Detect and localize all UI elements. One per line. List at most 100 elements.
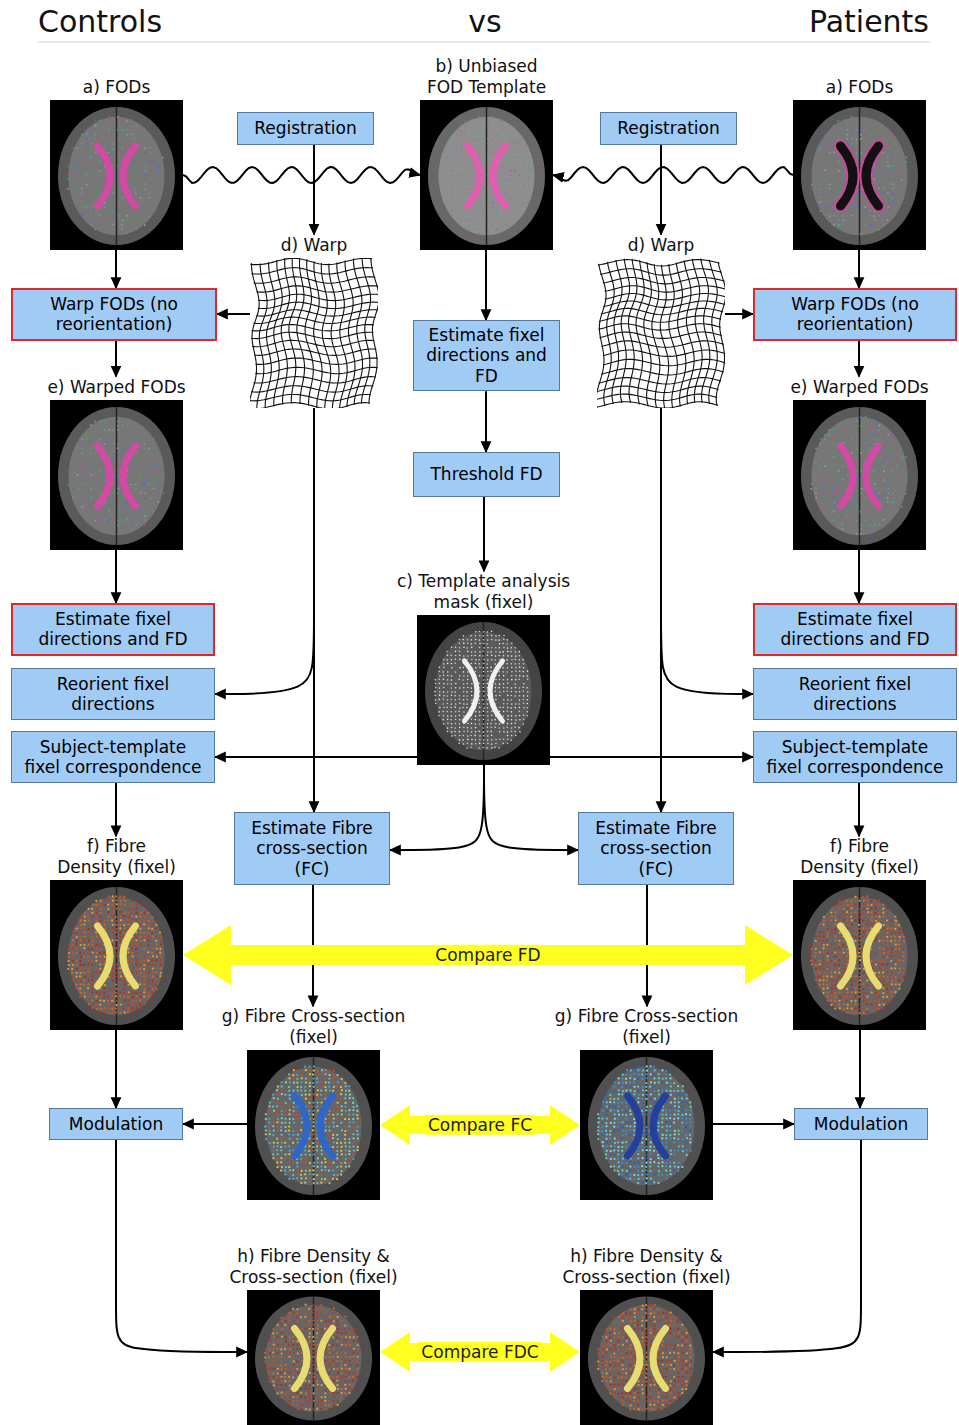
fixel-dot [151, 928, 153, 930]
fixel-dot [454, 691, 456, 693]
fixel-dot [860, 425, 862, 427]
fixel-dot [483, 659, 485, 661]
fixel-dot [474, 134, 476, 136]
fixel-dot [865, 215, 867, 217]
fixel-dot [475, 711, 477, 713]
fixel-dot [498, 675, 500, 677]
fixel-dot [115, 924, 117, 926]
fixel-dot [518, 679, 520, 681]
fixel-dot [511, 643, 513, 645]
flow-arrow [217, 313, 250, 315]
fixel-dot [471, 718, 473, 720]
fixel-dot [892, 183, 894, 185]
fixel-dot [160, 936, 162, 938]
fixel-dot [494, 746, 496, 748]
grid-line [701, 259, 710, 403]
fixel-dot [829, 188, 831, 190]
grid-line [305, 259, 313, 405]
fixel-dot [463, 691, 465, 693]
fixel-dot [80, 964, 82, 966]
fixel-dot [896, 511, 898, 513]
fixel-dot [483, 715, 485, 717]
fixel-dot [519, 691, 521, 693]
flow-arrow [215, 756, 417, 758]
fixel-dot [471, 687, 473, 689]
fixel-dot [478, 233, 480, 235]
flow-arrow [858, 250, 860, 288]
fixel-dot [878, 439, 880, 441]
fixel-dot [100, 193, 102, 195]
fixel-dot [76, 170, 78, 172]
fixel-dot [77, 474, 79, 476]
fixel-dot [528, 178, 530, 180]
brain-image [420, 100, 553, 250]
fixel-dot [71, 968, 73, 970]
fixel-dot [144, 148, 146, 150]
fixel-dot [463, 715, 465, 717]
fixel-dot [519, 197, 521, 199]
ventricles [98, 146, 136, 206]
grid-line [353, 259, 362, 405]
midline [116, 107, 118, 245]
fixel-dot [515, 715, 517, 717]
fixel-dots [434, 630, 528, 748]
fixel-dot [514, 663, 516, 665]
fixel-dot [72, 932, 74, 934]
fixel-dot [869, 533, 871, 535]
fixel-dot [460, 183, 462, 185]
fixel-dot [810, 188, 812, 190]
fixel-dot [514, 726, 516, 728]
grid-line [603, 350, 725, 356]
fixel-dot [865, 424, 867, 426]
fixel-dot [892, 192, 894, 194]
fixel-dot [155, 959, 157, 961]
fixel-dots [67, 115, 164, 234]
fixel-dot [96, 944, 98, 946]
fixel-dot [155, 964, 157, 966]
flow-arrow [858, 783, 860, 836]
fixel-dot [487, 655, 489, 657]
fixel-dot [121, 152, 123, 154]
fixel-dot [829, 138, 831, 140]
fixel-dot [451, 170, 453, 172]
fixel-dot [132, 903, 134, 905]
fixel-dot [443, 687, 445, 689]
fixel-dot [131, 943, 133, 945]
fixel-dot [72, 452, 74, 454]
fixel-dot [139, 923, 141, 925]
fixel-dot [72, 465, 74, 467]
fixel-dot [523, 714, 525, 716]
fixel-dot [474, 183, 476, 185]
box-label: Estimate fixel directions and FD [25, 609, 201, 650]
fixel-dot [522, 671, 524, 673]
fixel-dot [475, 743, 477, 745]
fixel-dot [906, 479, 908, 481]
fixel-dot [71, 960, 73, 962]
fixel-dot [127, 919, 129, 921]
fixel-dot [109, 533, 111, 535]
fixel-dot [864, 497, 866, 499]
image-ground [50, 880, 183, 1030]
fixel-dot [514, 683, 516, 685]
fixel-dot [467, 651, 469, 653]
fixel-dot [451, 675, 453, 677]
fixel-dot [87, 984, 89, 986]
fixel-dot [503, 635, 505, 637]
fixel-dot [117, 425, 119, 427]
fixel-dot [135, 138, 137, 140]
fixel-dot [117, 214, 119, 216]
fixel-dot [156, 947, 158, 949]
fixel-dot [117, 165, 119, 167]
fixel-dot [486, 683, 488, 685]
box-label: Estimate fixel directions and FD [426, 325, 547, 386]
fixel-dot [447, 147, 449, 149]
fixel-dot [455, 683, 457, 685]
box-label: Reorient fixel directions [766, 674, 944, 715]
fixel-dot [478, 224, 480, 226]
fixel-dot [887, 447, 889, 449]
grid-line [605, 286, 725, 292]
fixel-dot [486, 643, 488, 645]
fixel-dot [131, 955, 133, 957]
fixel-dot [495, 639, 497, 641]
fixel-dot [495, 683, 497, 685]
